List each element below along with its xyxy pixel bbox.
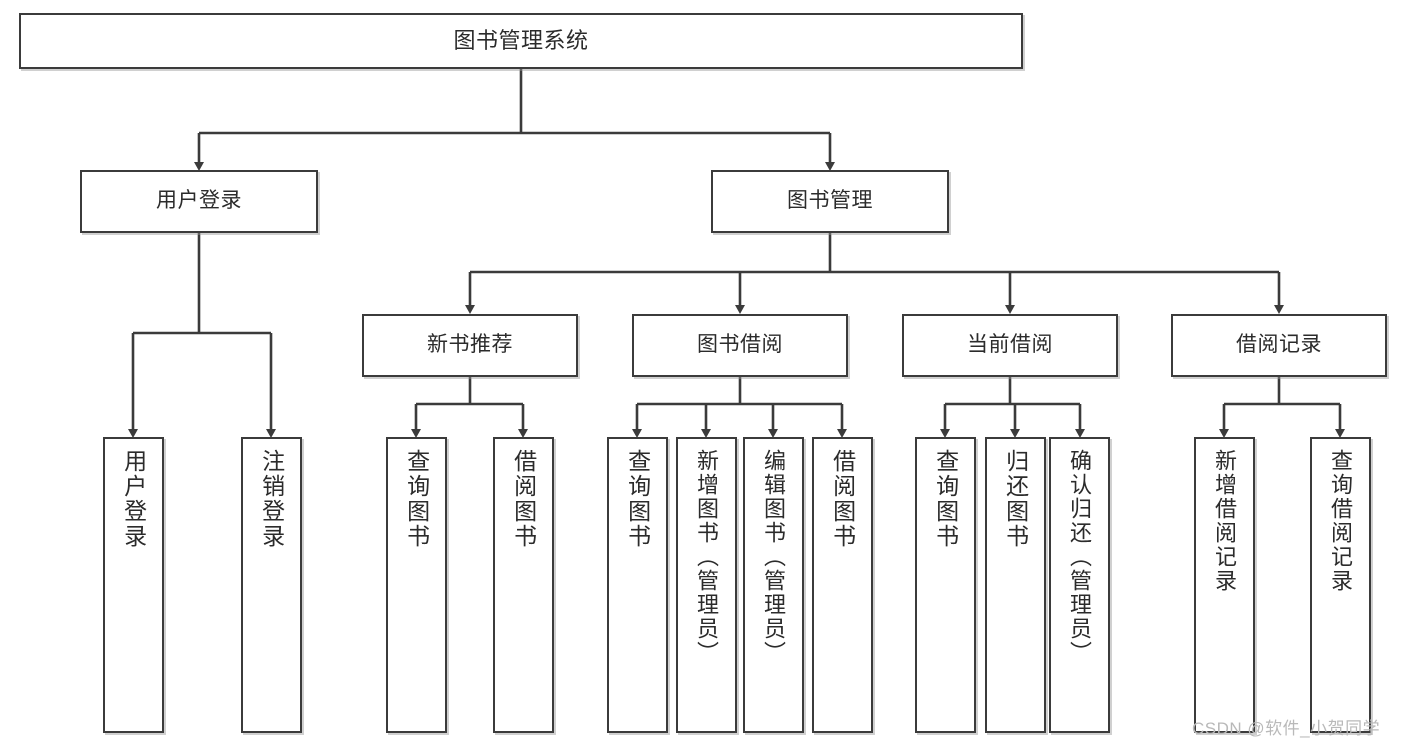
leaf-logout-login[interactable]: 注销登录	[241, 437, 302, 733]
node-label: 用户登录	[156, 189, 242, 213]
leaf-query-borrow-record[interactable]: 查询借阅记录	[1310, 437, 1371, 733]
node-label: 新增借阅记录	[1212, 449, 1238, 593]
leaf-edit-book-admin[interactable]: 编辑图书（管理员）	[743, 437, 804, 733]
node-label: 图书管理系统	[453, 28, 589, 54]
node-new-book-recommend[interactable]: 新书推荐	[362, 314, 578, 377]
node-user-login[interactable]: 用户登录	[80, 170, 318, 233]
node-label: 查询借阅记录	[1328, 449, 1354, 593]
node-label: 图书管理	[787, 189, 873, 213]
node-label: 注销登录	[258, 449, 285, 549]
node-label: 借阅记录	[1236, 333, 1322, 357]
node-label: 查询图书	[403, 449, 430, 549]
node-label: 借阅图书	[829, 449, 856, 549]
node-label: 归还图书	[1002, 449, 1029, 549]
node-label: 查询图书	[932, 449, 959, 549]
node-label: 图书借阅	[697, 333, 783, 357]
leaf-confirm-return-admin[interactable]: 确认归还（管理员）	[1049, 437, 1110, 733]
node-label: 新书推荐	[427, 333, 513, 357]
leaf-return-book[interactable]: 归还图书	[985, 437, 1046, 733]
leaf-add-book-admin[interactable]: 新增图书（管理员）	[676, 437, 737, 733]
leaf-user-login[interactable]: 用户登录	[103, 437, 164, 733]
node-label: 用户登录	[120, 449, 147, 549]
leaf-query-book-2[interactable]: 查询图书	[607, 437, 668, 733]
node-label: 确认归还（管理员）	[1067, 449, 1093, 665]
node-label: 当前借阅	[967, 333, 1053, 357]
node-label: 编辑图书（管理员）	[761, 449, 787, 665]
leaf-borrow-book-2[interactable]: 借阅图书	[812, 437, 873, 733]
leaf-borrow-book-1[interactable]: 借阅图书	[493, 437, 554, 733]
node-book-management[interactable]: 图书管理	[711, 170, 949, 233]
node-book-borrow[interactable]: 图书借阅	[632, 314, 848, 377]
node-root-book-management-system[interactable]: 图书管理系统	[19, 13, 1023, 69]
node-label: 新增图书（管理员）	[694, 449, 720, 665]
leaf-add-borrow-record[interactable]: 新增借阅记录	[1194, 437, 1255, 733]
node-borrow-record[interactable]: 借阅记录	[1171, 314, 1387, 377]
leaf-query-book-3[interactable]: 查询图书	[915, 437, 976, 733]
node-label: 查询图书	[624, 449, 651, 549]
node-label: 借阅图书	[510, 449, 537, 549]
node-current-borrow[interactable]: 当前借阅	[902, 314, 1118, 377]
leaf-query-book-1[interactable]: 查询图书	[386, 437, 447, 733]
